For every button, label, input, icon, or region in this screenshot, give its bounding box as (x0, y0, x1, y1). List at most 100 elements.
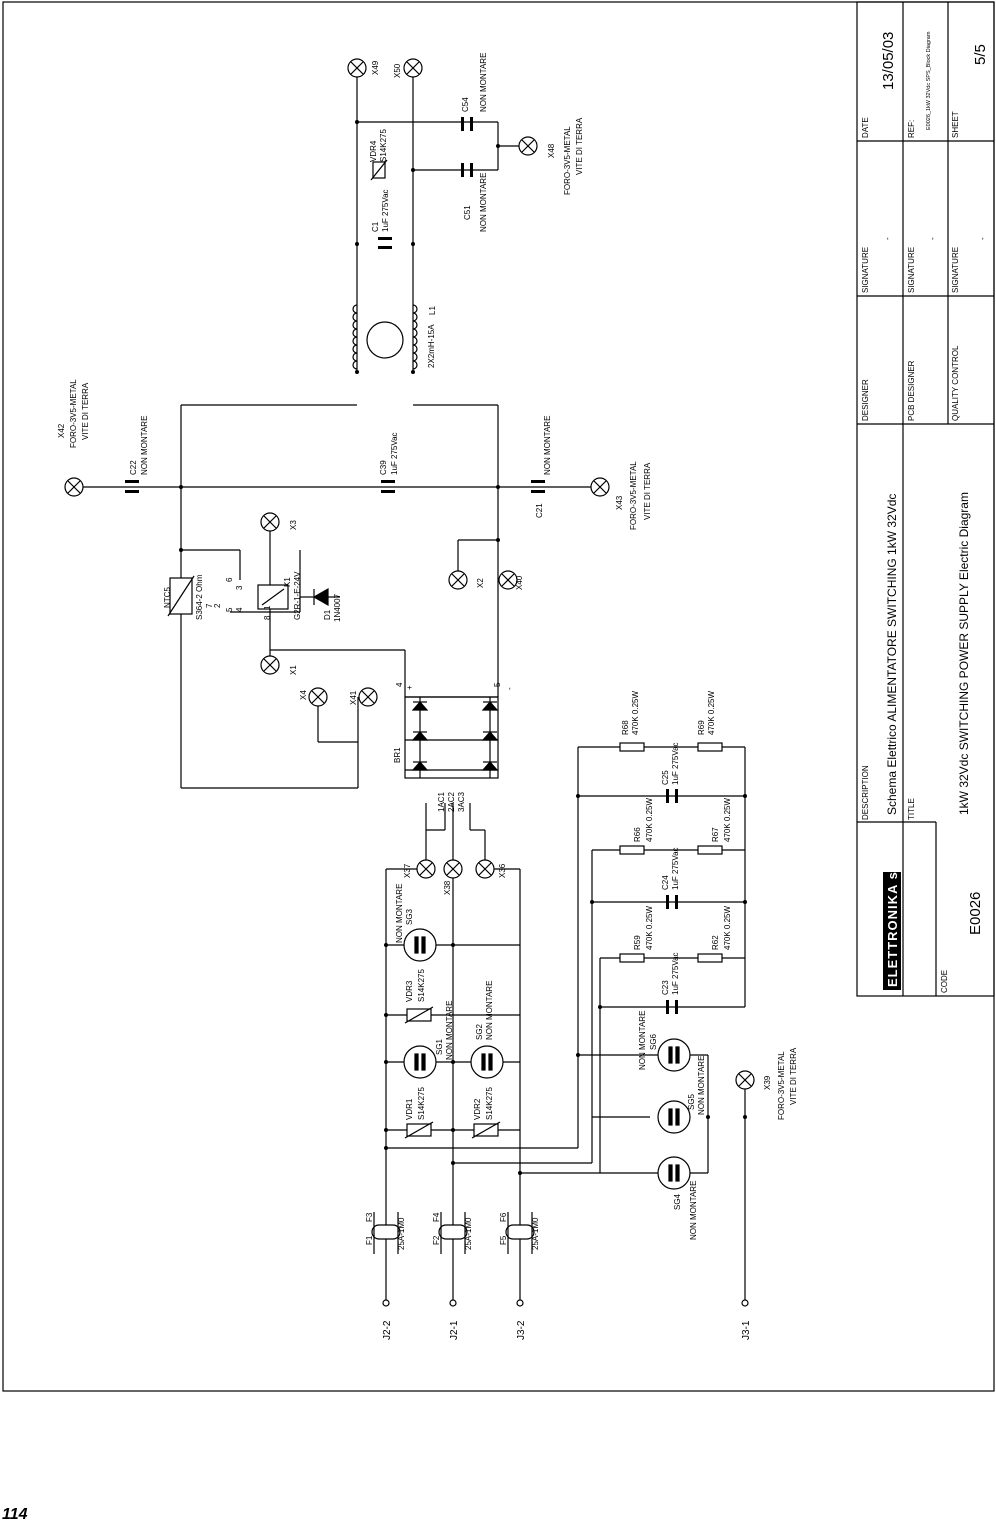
description-value: Schema Elettrico ALIMENTATORE SWITCHING … (885, 494, 899, 815)
label-pin-6: 6 (225, 577, 234, 582)
label-vite42: VITE DI TERRA (81, 382, 90, 440)
label-pin-4: 4 (235, 607, 244, 612)
x4-marker (308, 687, 328, 707)
sheet-value: 5/5 (972, 44, 989, 65)
label-vdr2-value: S14K275 (485, 1087, 494, 1120)
label-f2-value: 25A-1M0 (464, 1217, 473, 1250)
label-r59-value: 470K 0.25W (645, 906, 654, 950)
x39-marker (735, 1070, 755, 1090)
label-sg1: SG1 (435, 1038, 444, 1055)
label-vite43: VITE DI TERRA (643, 462, 652, 520)
label-x49: X49 (371, 60, 380, 75)
x41-marker (358, 687, 378, 707)
capacitors (125, 117, 678, 1014)
label-c23: C23 (661, 980, 670, 995)
pcb-designer-label: PCB DESIGNER (907, 360, 916, 421)
label-bridge-5: 5 (493, 682, 502, 687)
label-x42: X42 (57, 423, 66, 438)
label-j2-2: J2-2 (382, 1320, 393, 1340)
ref-value: E0026_1kW 32Vdc SPS_Block Diagram (926, 31, 932, 130)
label-c51: C51 (463, 205, 472, 220)
label-sg2: SG2 (475, 1023, 484, 1040)
x3-marker (260, 512, 280, 532)
label-l1: L1 (428, 306, 437, 315)
label-ac1: 1AC1 (437, 791, 446, 812)
signature-label-2: SIGNATURE (907, 247, 916, 293)
label-r59: R59 (633, 935, 642, 950)
label-sg4: SG4 (673, 1193, 682, 1210)
label-c25: C25 (661, 770, 670, 785)
label-c39: C39 (379, 460, 388, 475)
x1-marker (260, 655, 280, 675)
choke-l1 (352, 304, 418, 370)
label-x1: X1 (289, 665, 298, 675)
spark-gaps (403, 928, 691, 1190)
label-pin-8: 8 (263, 615, 272, 620)
x38-marker (443, 859, 463, 879)
label-f5-value: 25A-1M0 (531, 1217, 540, 1250)
varistors (370, 159, 501, 1139)
label-d1: D1 (323, 609, 332, 620)
label-r67-value: 470K 0.25W (723, 798, 732, 842)
label-f3: F3 (365, 1212, 374, 1222)
label-r69: R69 (697, 720, 706, 735)
label-f1: F1 (365, 1235, 374, 1245)
label-k1: K1 (283, 577, 292, 587)
label-vdr3-value: S14K275 (417, 969, 426, 1002)
label-j2-1: J2-1 (449, 1320, 460, 1340)
label-sg4-value: NON MONTARE (689, 1181, 698, 1240)
label-r66: R66 (633, 827, 642, 842)
title-block: ELETTRONIKA s.r.l. CODE E0026 DESCRIPTIO… (856, 1, 995, 997)
label-foro42: FORO-3V5-METAL (69, 379, 78, 448)
label-r66-value: 470K 0.25W (645, 798, 654, 842)
code-label: CODE (940, 970, 949, 993)
label-c25-value: 1uF 275Vac (671, 742, 680, 785)
label-ac2: 2AC2 (447, 791, 456, 812)
label-sg5: SG5 (687, 1093, 696, 1110)
label-c54-value: NON MONTARE (479, 53, 488, 112)
label-c24: C24 (661, 875, 670, 890)
junction-dots (179, 120, 747, 1175)
label-sg3: SG3 (405, 908, 414, 925)
fuses (371, 1212, 535, 1254)
label-l1-value: 2X2mH-15A (427, 324, 436, 368)
label-sg5-value: NON MONTARE (697, 1056, 706, 1115)
label-sg6: SG6 (649, 1033, 658, 1050)
label-sg1-value: NON MONTARE (445, 1001, 454, 1060)
label-ac3: 3AC3 (457, 791, 466, 812)
label-r69-value: 470K 0.25W (707, 691, 716, 735)
label-r68-value: 470K 0.25W (631, 691, 640, 735)
label-foro43: FORO-3V5-METAL (629, 461, 638, 530)
label-br1: BR1 (393, 747, 402, 763)
label-d1-value: 1N4007 (333, 593, 342, 622)
x48-marker (518, 136, 538, 156)
label-pin-5: 5 (225, 607, 234, 612)
label-vite39: VITE DI TERRA (789, 1047, 798, 1105)
label-x40: X40 (515, 575, 524, 590)
x43-marker (590, 477, 610, 497)
code-value: E0026 (967, 892, 984, 935)
label-x4: X4 (299, 690, 308, 700)
label-ntc5-value: S364-2 Ohm (195, 574, 204, 620)
label-c22-value: NON MONTARE (140, 416, 149, 475)
signature-dash-1: - (883, 237, 892, 240)
x40-marker (498, 570, 518, 590)
label-k1-value: G2R-1-E-24V (293, 571, 302, 620)
label-bridge-minus: - (505, 687, 514, 690)
label-j3-2: J3-2 (516, 1320, 527, 1340)
connector-pins (382, 1299, 749, 1307)
label-c1-value: 1uF 275Vac (381, 189, 390, 232)
title-label: TITLE (907, 798, 916, 820)
description-label: DESCRIPTION (861, 765, 870, 820)
quality-control-label: QUALITY CONTROL (951, 345, 960, 421)
label-ntc5: NTC5 (163, 587, 172, 608)
label-c54: C54 (461, 97, 470, 112)
label-sg2-value: NON MONTARE (485, 981, 494, 1040)
x2-marker (448, 570, 468, 590)
label-vdr1: VDR1 (405, 1098, 414, 1120)
label-x2: X2 (476, 578, 485, 588)
label-vdr4: VDR4 (369, 140, 378, 162)
label-c22: C22 (129, 460, 138, 475)
x36-marker (475, 859, 495, 879)
